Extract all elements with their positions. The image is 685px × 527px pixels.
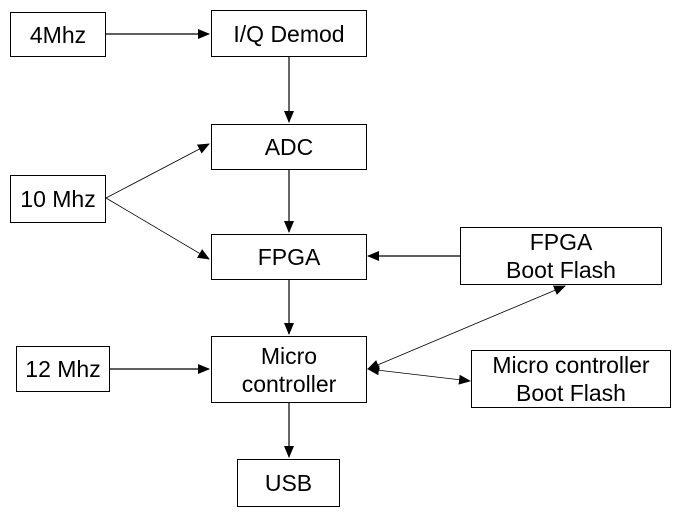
node-usb: USB xyxy=(237,459,340,507)
node-microcontroller-boot-flash-line2: Boot Flash xyxy=(516,380,626,406)
node-iq-demod: I/Q Demod xyxy=(211,10,367,57)
node-microcontroller-boot-flash-line1: Micro controller xyxy=(492,352,650,378)
node-fpga-boot-flash: FPGA Boot Flash xyxy=(460,227,662,285)
node-10mhz-label: 10 Mhz xyxy=(20,186,96,212)
node-4mhz-label: 4Mhz xyxy=(29,21,87,48)
node-microcontroller-boot-flash: Micro controller Boot Flash xyxy=(471,350,671,408)
node-fpga-label: FPGA xyxy=(257,244,321,270)
node-microcontroller-line2: controller xyxy=(241,370,337,397)
node-adc: ADC xyxy=(211,124,367,170)
node-4mhz: 4Mhz xyxy=(10,12,106,57)
node-fpga: FPGA xyxy=(211,234,367,280)
node-fpga-boot-flash-line2: Boot Flash xyxy=(506,257,616,283)
node-usb-label: USB xyxy=(264,470,313,496)
node-microcontroller: Micro controller xyxy=(211,336,367,403)
node-fpga-boot-flash-line1: FPGA xyxy=(529,229,593,255)
arrow-10mhz-to-adc xyxy=(105,143,210,199)
node-12mhz: 12 Mhz xyxy=(16,346,110,392)
node-12mhz-label: 12 Mhz xyxy=(25,356,101,382)
node-10mhz: 10 Mhz xyxy=(10,175,106,223)
arrow-10mhz-to-fpga xyxy=(105,197,210,260)
node-adc-label: ADC xyxy=(264,134,314,160)
arrow-micro-micro-flash-bidirectional xyxy=(367,365,471,385)
node-iq-demod-label: I/Q Demod xyxy=(233,20,345,47)
arrow-micro-fpga-flash-bidirectional xyxy=(367,285,566,370)
node-microcontroller-line1: Micro xyxy=(260,342,318,369)
